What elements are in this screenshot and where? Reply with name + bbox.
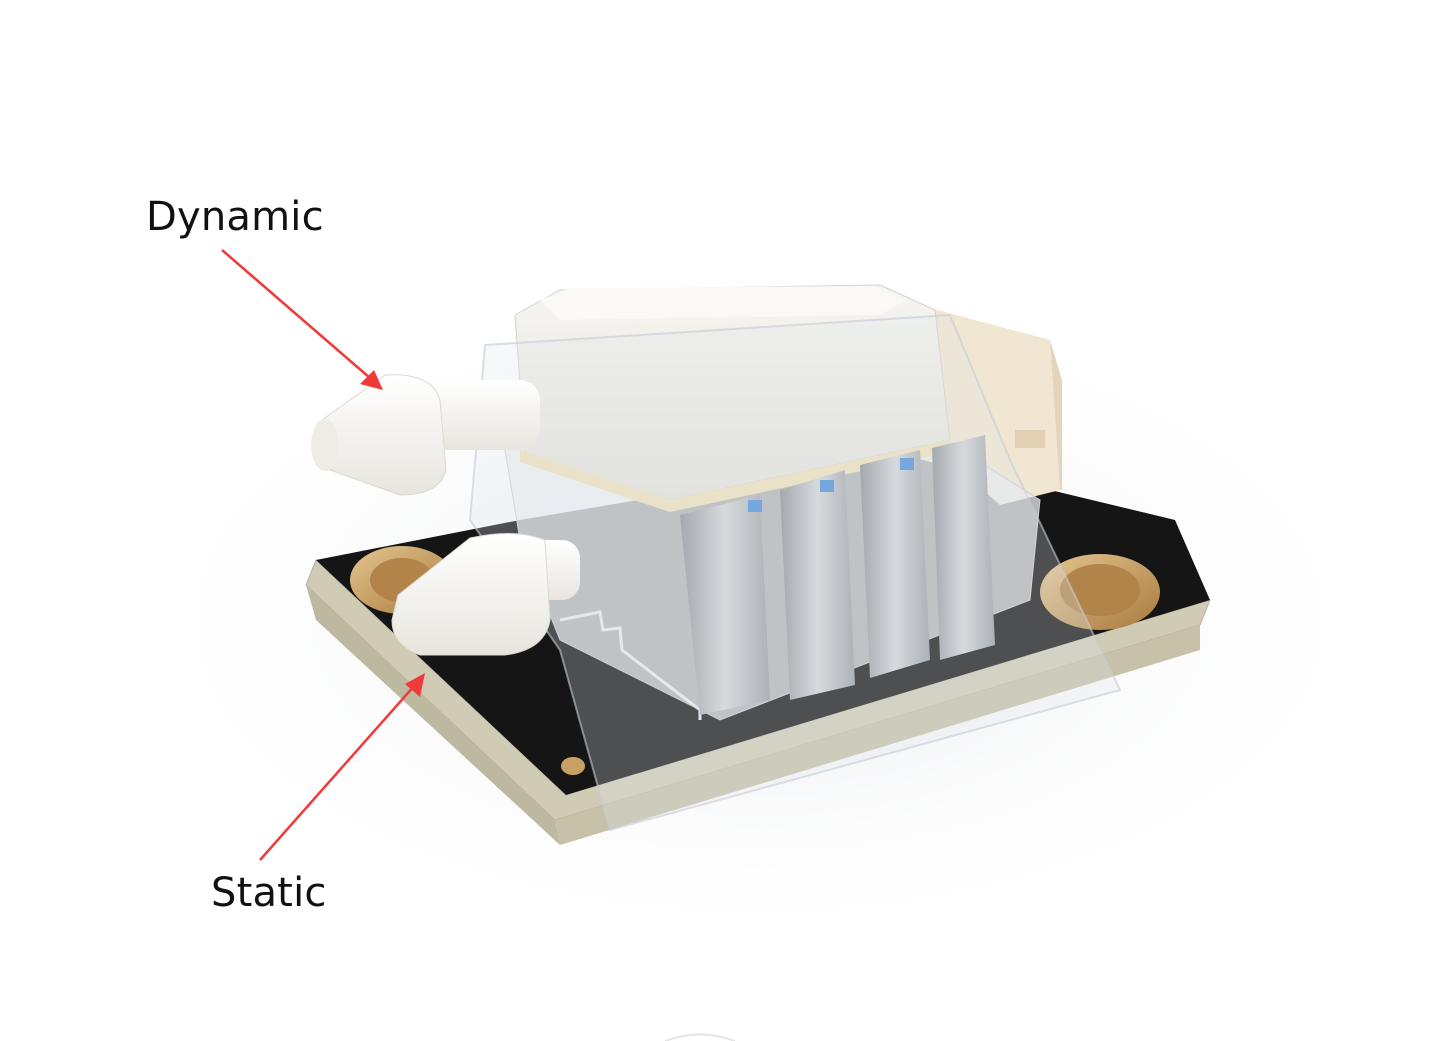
solder-leads — [680, 435, 995, 715]
static-port — [391, 532, 580, 656]
pcb-edge-front — [306, 585, 560, 845]
mounting-hole-right — [1040, 554, 1160, 630]
dynamic-port — [311, 374, 540, 496]
arrow-static — [259, 673, 425, 861]
cap-seam — [520, 440, 950, 512]
arrow-dynamic — [221, 249, 383, 390]
label-static: Static — [211, 870, 327, 916]
pcb-edge-right — [555, 625, 1200, 845]
bottom-arc — [664, 1033, 736, 1041]
via-pad — [561, 757, 585, 775]
sensor-cap-top — [540, 286, 905, 320]
label-dynamic: Dynamic — [146, 194, 324, 240]
